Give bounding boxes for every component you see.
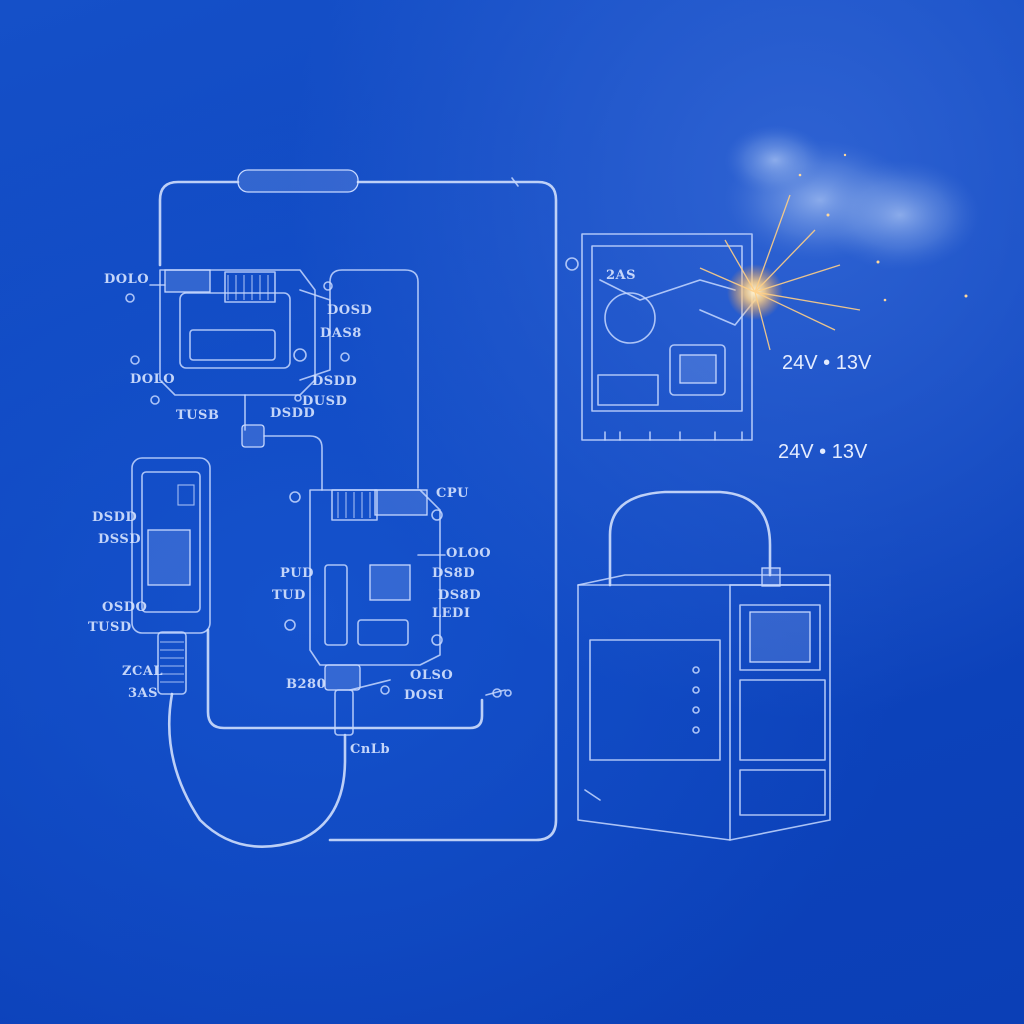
label-b280: B280 — [286, 677, 327, 692]
voltage-label-top: 24V • 13V — [782, 352, 872, 374]
label-cnlb: CnLb — [350, 742, 391, 757]
label-dusd: DUSD — [302, 394, 348, 409]
label-dolo-1: DOLO — [104, 272, 150, 287]
label-dosi: DOSI — [404, 688, 445, 703]
handheld-device — [131, 457, 512, 848]
label-ds8d-1: DS8D — [432, 566, 475, 581]
central-board — [284, 489, 446, 736]
label-tusd: TUSD — [88, 620, 132, 635]
battery-unit — [577, 490, 831, 841]
label-dsdd-3: DSDD — [270, 406, 316, 421]
label-dssd: DSSD — [98, 532, 142, 547]
label-osdo: OSDO — [102, 600, 148, 615]
label-zcal: ZCAL — [122, 664, 164, 679]
main-wire-loop — [158, 169, 558, 842]
label-dsdd-1: DSDD — [312, 374, 358, 389]
label-das8: DAS8 — [320, 326, 362, 341]
label-oloo: OLOO — [446, 546, 492, 561]
label-ledi: LEDI — [432, 606, 471, 621]
label-dsdd-2: DSDD — [92, 510, 138, 525]
label-tud: TUD — [272, 588, 306, 603]
label-cpu: CPU — [436, 486, 469, 501]
label-olso: OLSO — [410, 668, 454, 683]
label-ds8d-2: DS8D — [438, 588, 481, 603]
label-dolo-2: DOLO — [130, 372, 176, 387]
label-dosd: DOSD — [327, 303, 373, 318]
label-pud: PUD — [280, 566, 314, 581]
power-panel — [565, 233, 756, 441]
label-2as: 2AS — [606, 268, 637, 283]
label-tusb: TUSB — [176, 408, 220, 423]
voltage-label-bottom: 24V • 13V — [778, 441, 868, 463]
controller-module — [125, 269, 419, 491]
label-3as: 3AS — [128, 686, 159, 701]
spark-effect — [699, 125, 980, 351]
